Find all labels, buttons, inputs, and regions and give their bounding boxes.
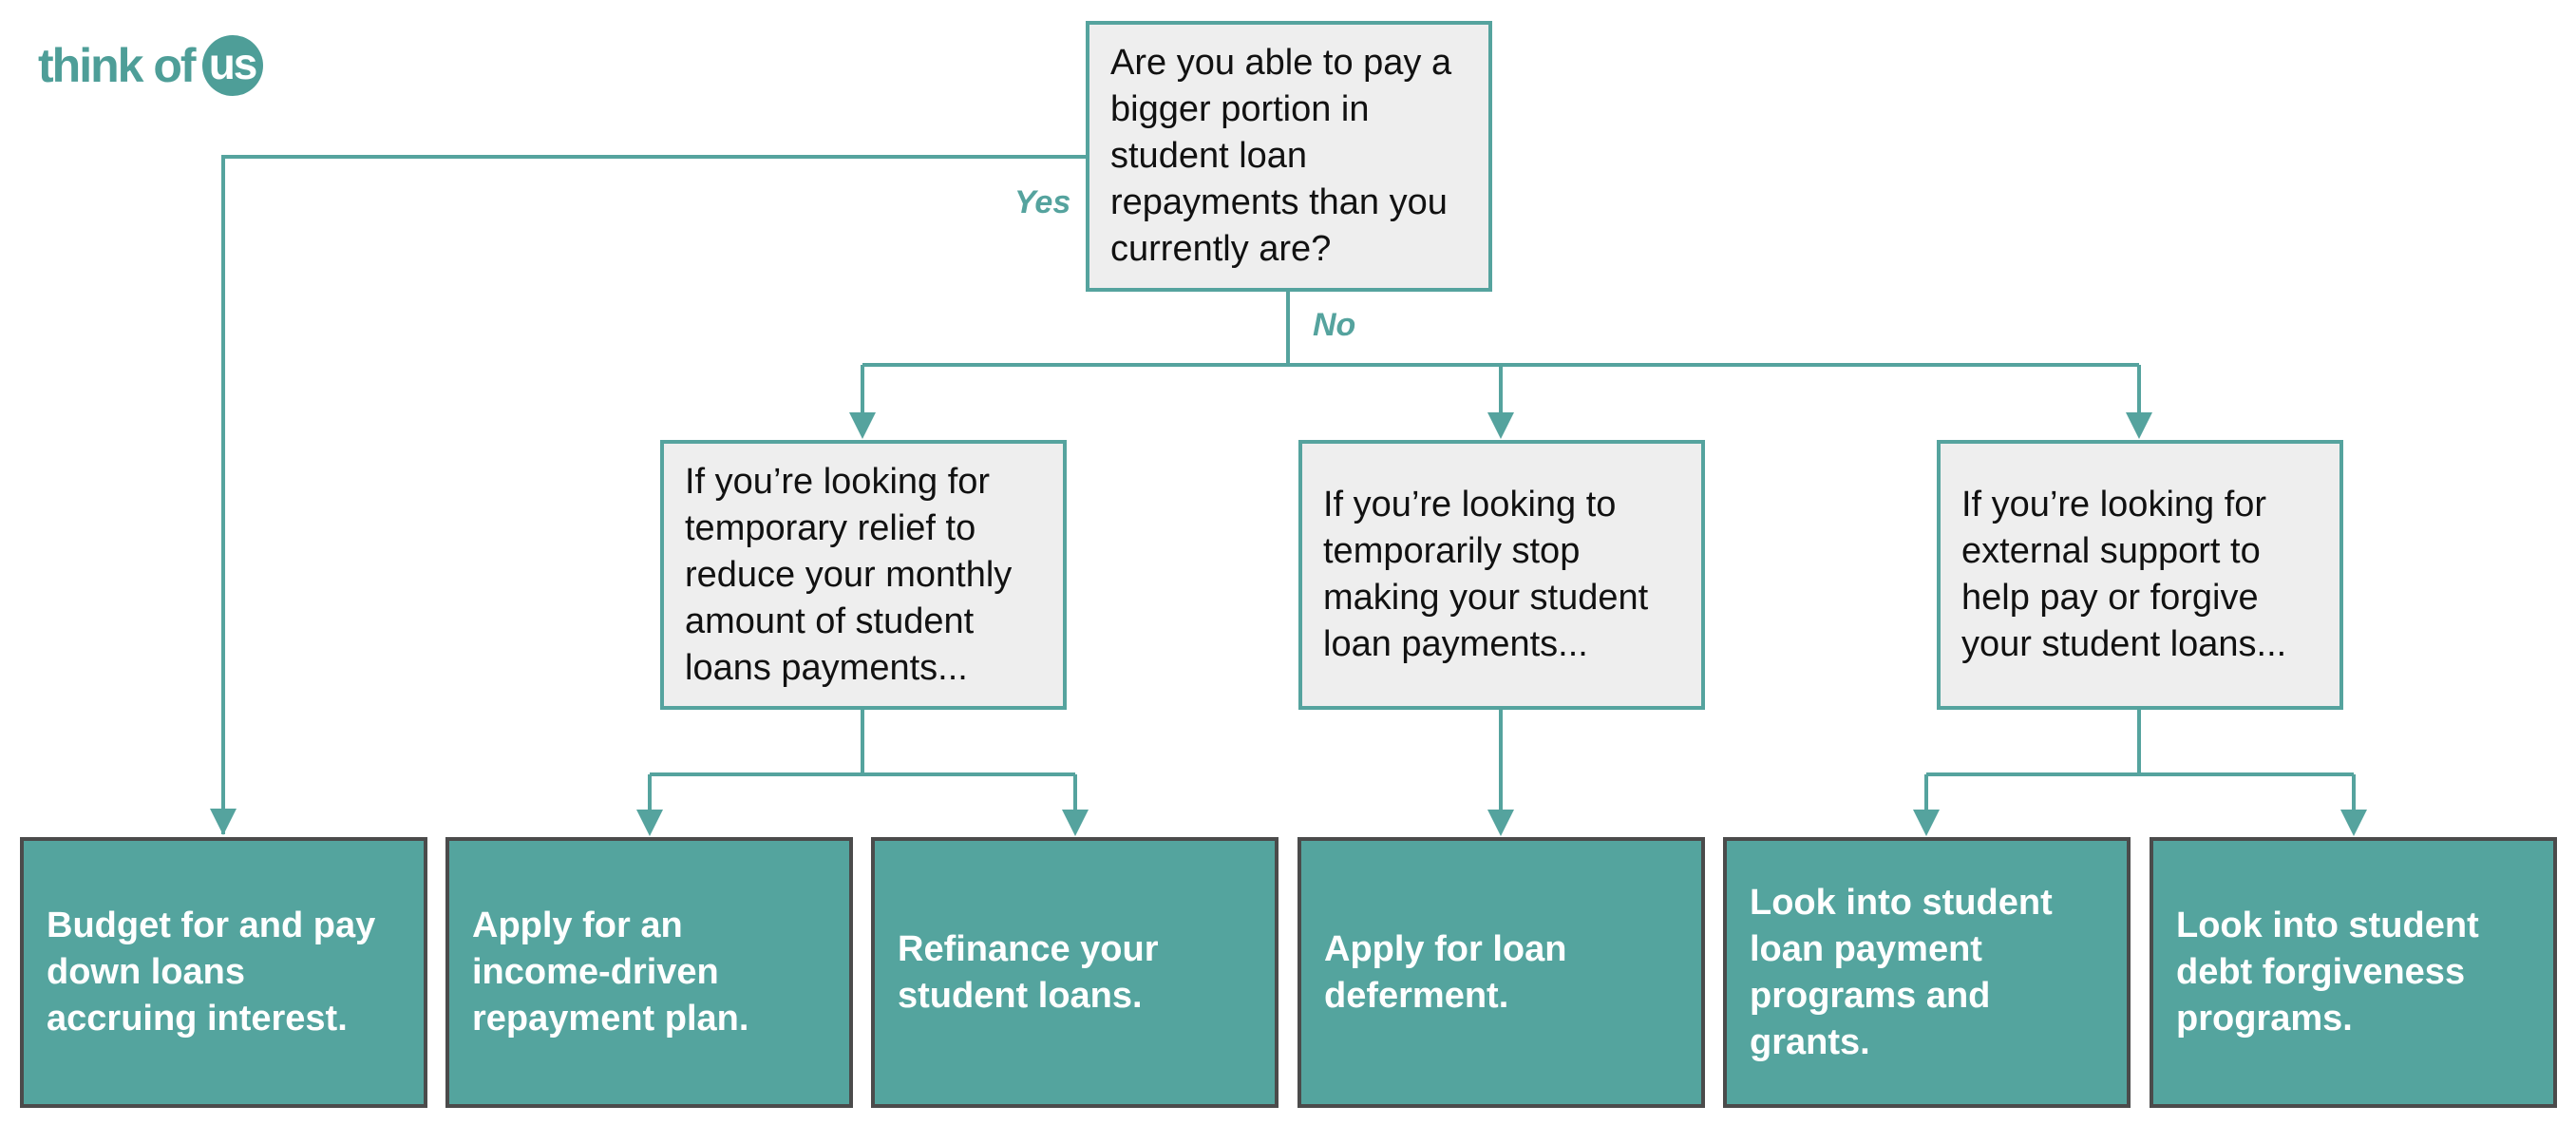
yes-label: Yes — [1014, 184, 1071, 220]
arrowhead-question-2 — [1487, 412, 1514, 439]
arrowhead-outcome-3 — [1062, 810, 1089, 836]
outcome-text: Look into student loan payment programs … — [1750, 882, 2053, 1062]
root-question-box: Are you able to pay a bigger portion in … — [1086, 21, 1492, 292]
outcome-box-budget: Budget for and pay down loans accruing i… — [20, 837, 427, 1108]
root-question-text: Are you able to pay a bigger portion in … — [1110, 43, 1452, 269]
connector-question-3-stem — [1924, 709, 2356, 827]
outcome-text: Apply for an income-driven repayment pla… — [472, 906, 749, 1039]
arrowhead-question-3 — [2126, 412, 2152, 439]
outcome-box-programs-grants: Look into student loan payment programs … — [1723, 837, 2131, 1108]
yes-arrowhead — [210, 809, 237, 835]
logo-circle: us — [201, 35, 263, 96]
yes-connector — [221, 155, 1086, 834]
question-box-stop-payments: If you’re looking to temporarily stop ma… — [1298, 440, 1705, 710]
arrowhead-outcome-4 — [1487, 810, 1514, 836]
question-text: If you’re looking for temporary relief t… — [685, 461, 1013, 688]
arrowhead-outcome-6 — [2340, 810, 2367, 836]
question-box-external-support: If you’re looking for external support t… — [1937, 440, 2343, 710]
outcome-text: Apply for loan deferment. — [1324, 928, 1567, 1016]
question-text: If you’re looking for external support t… — [1961, 485, 2287, 664]
arrowhead-question-1 — [849, 412, 876, 439]
outcome-box-income-driven: Apply for an income-driven repayment pla… — [445, 837, 853, 1108]
outcome-box-refinance: Refinance your student loans. — [871, 837, 1279, 1108]
outcome-text: Refinance your student loans. — [898, 928, 1159, 1016]
logo-text: think of — [38, 39, 197, 92]
think-of-us-logo: think of us — [38, 32, 263, 99]
arrowhead-outcome-5 — [1913, 810, 1940, 836]
question-text: If you’re looking to temporarily stop ma… — [1323, 485, 1649, 664]
outcome-text: Look into student debt forgiveness progr… — [2176, 906, 2479, 1039]
outcome-text: Budget for and pay down loans accruing i… — [47, 906, 376, 1039]
no-label: No — [1313, 307, 1356, 343]
connector-question-1-stem — [648, 709, 1077, 827]
outcome-box-debt-forgiveness: Look into student debt forgiveness progr… — [2150, 837, 2557, 1108]
question-box-temporary-relief: If you’re looking for temporary relief t… — [660, 440, 1067, 710]
outcome-box-deferment: Apply for loan deferment. — [1297, 837, 1705, 1108]
arrowhead-outcome-2 — [636, 810, 663, 836]
